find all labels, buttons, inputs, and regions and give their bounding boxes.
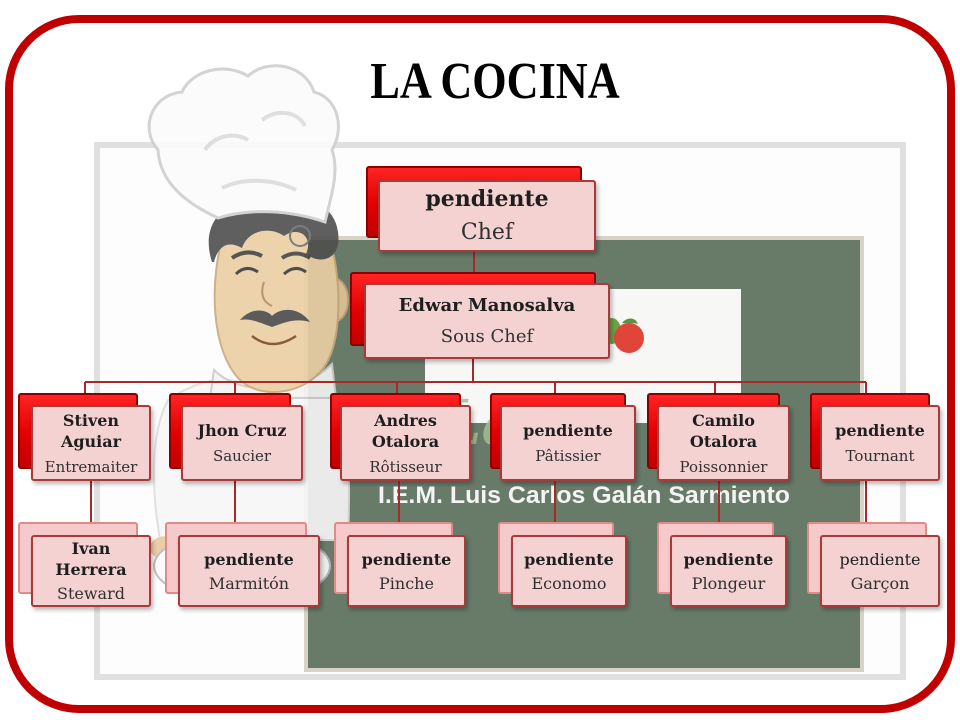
node-name: pendiente: [839, 549, 921, 569]
node-role: Entremaiter: [44, 457, 138, 476]
chef-node: pendiente Chef: [378, 180, 596, 252]
sous-chef-node: Edwar Manosalva Sous Chef: [364, 283, 610, 359]
assistant-node-marmiton: pendiente Marmitón: [178, 535, 320, 607]
station-node-entremaiter: Stiven Aguiar Entremaiter: [31, 405, 151, 481]
node-role: Garçon: [850, 573, 910, 593]
node-role: Plongeur: [691, 573, 766, 593]
station-node-poissonnier: Camilo Otalora Poissonnier: [657, 405, 790, 481]
assistant-node-garcon: pendiente Garçon: [820, 535, 940, 607]
station-node-rotisseur: Andres Otalora Rôtisseur: [340, 405, 471, 481]
node-name: Stiven Aguiar: [60, 410, 122, 451]
node-role: Sous Chef: [440, 326, 534, 347]
node-name: Jhon Cruz: [197, 421, 287, 440]
node-role: Pâtissier: [535, 447, 601, 465]
station-node-tournant: pendiente Tournant: [820, 405, 940, 481]
node-role: Tournant: [845, 447, 915, 465]
assistant-node-economo: pendiente Economo: [511, 535, 627, 607]
node-name: Camilo Otalora: [689, 410, 758, 451]
node-name: Edwar Manosalva: [398, 295, 576, 316]
node-role: Pinche: [379, 573, 434, 593]
node-name: Andres Otalora: [371, 410, 440, 451]
node-name: Ivan Herrera: [55, 539, 127, 579]
node-name: pendiente: [425, 186, 549, 212]
node-role: Steward: [57, 584, 125, 603]
node-role: Economo: [531, 573, 607, 593]
node-role: Saucier: [212, 447, 272, 465]
assistant-node-pinche: pendiente Pinche: [347, 535, 466, 607]
node-role: Rôtisseur: [369, 457, 442, 476]
node-name: pendiente: [835, 421, 925, 440]
node-name: pendiente: [204, 549, 294, 569]
node-name: pendiente: [524, 549, 614, 569]
node-role: Chef: [460, 220, 514, 245]
node-role: Marmitón: [208, 573, 290, 593]
station-node-saucier: Jhon Cruz Saucier: [181, 405, 303, 481]
node-name: pendiente: [683, 549, 774, 569]
assistant-node-plongeur: pendiente Plongeur: [670, 535, 787, 607]
node-role: Poissonnier: [679, 457, 768, 476]
assistant-node-steward: Ivan Herrera Steward: [31, 535, 151, 607]
node-name: pendiente: [523, 421, 613, 440]
node-name: pendiente: [361, 549, 452, 569]
station-node-patissier: pendiente Pâtissier: [500, 405, 636, 481]
